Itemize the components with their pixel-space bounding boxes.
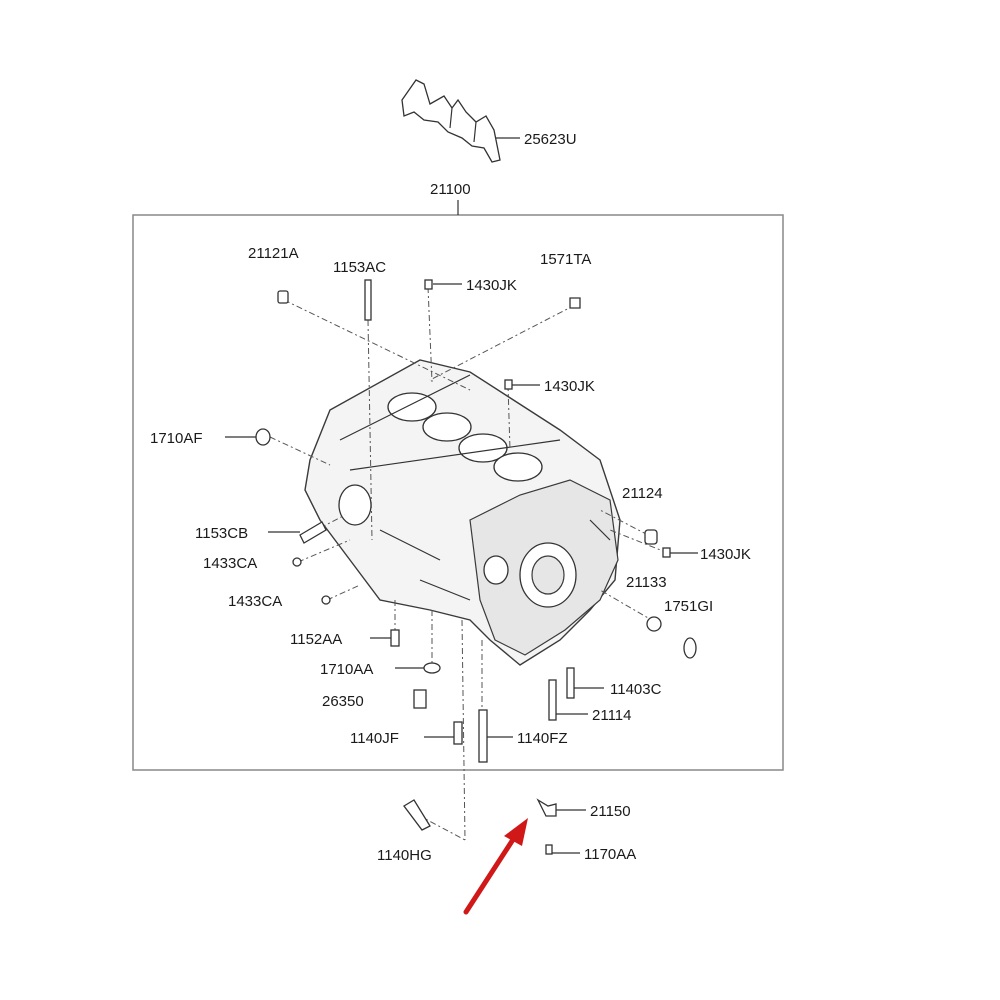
part-1430JK-c — [662, 547, 671, 558]
part-21121A — [277, 290, 289, 304]
part-21114 — [548, 679, 557, 721]
part-1170AA — [545, 844, 553, 855]
part-1140JF — [453, 721, 463, 745]
label-1433CA-b: 1433CA — [228, 593, 282, 610]
label-1430JK-c: 1430JK — [700, 546, 751, 563]
part-21124 — [644, 529, 658, 545]
part-1710AF — [255, 428, 271, 446]
red-arrow-icon — [463, 818, 528, 915]
label-1710AF: 1710AF — [150, 430, 203, 447]
label-1170AA: 1170AA — [584, 846, 636, 863]
part-1433CA-b — [321, 595, 331, 605]
label-21114: 21114 — [592, 707, 632, 724]
label-11403C: 11403C — [610, 681, 662, 698]
part-1430JK-a — [424, 279, 433, 290]
label-1153AC: 1153AC — [333, 259, 386, 276]
part-21150 — [536, 798, 557, 817]
part-25623U-gasket — [401, 79, 501, 163]
label-1571TA: 1571TA — [540, 251, 591, 268]
label-1430JK-a: 1430JK — [466, 277, 517, 294]
part-1433CA-a — [292, 557, 302, 567]
label-21121A: 21121A — [248, 245, 299, 262]
part-1140HG — [403, 799, 431, 831]
part-11403C — [566, 667, 575, 699]
label-26350: 26350 — [322, 693, 364, 710]
label-1140JF: 1140JF — [350, 730, 399, 747]
part-26350 — [413, 689, 427, 709]
label-1152AA: 1152AA — [290, 631, 342, 648]
label-1140FZ: 1140FZ — [517, 730, 568, 747]
label-1140HG: 1140HG — [377, 847, 432, 864]
label-1433CA-a: 1433CA — [203, 555, 257, 572]
part-1153AC — [364, 279, 372, 321]
label-assembly: 21100 — [430, 181, 471, 198]
part-1571TA — [569, 297, 581, 309]
part-1751GI — [683, 637, 697, 659]
label-1430JK-b: 1430JK — [544, 378, 595, 395]
label-1153CB: 1153CB — [195, 525, 248, 542]
part-1140FZ — [478, 709, 488, 763]
label-21150: 21150 — [590, 803, 631, 820]
label-21124: 21124 — [622, 485, 663, 502]
label-1710AA: 1710AA — [320, 661, 373, 678]
part-1710AA — [423, 662, 441, 674]
label-25623U: 25623U — [524, 131, 577, 148]
label-1751GI: 1751GI — [664, 598, 713, 615]
part-1152AA — [390, 629, 400, 647]
part-21133 — [646, 616, 662, 632]
part-1430JK-b — [504, 379, 513, 390]
part-1153CB — [299, 521, 327, 544]
cylinder-block — [304, 359, 621, 666]
label-21133: 21133 — [626, 574, 667, 591]
